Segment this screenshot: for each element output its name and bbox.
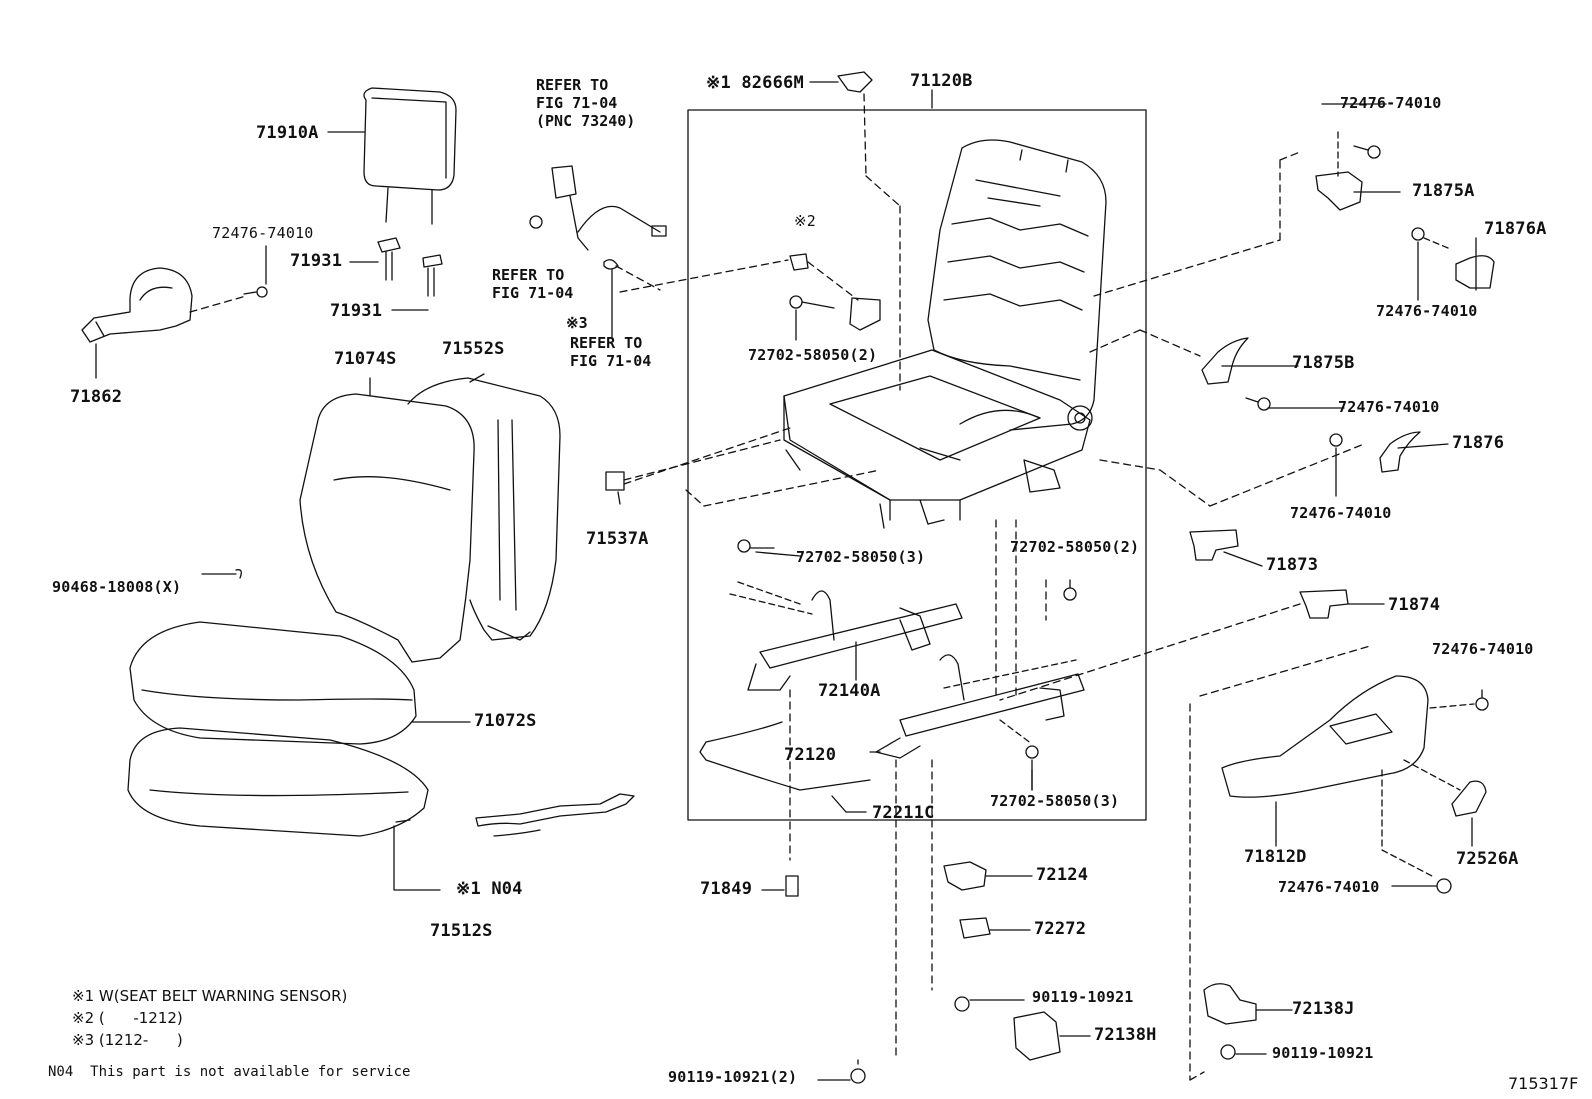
headrest-drawing — [363, 87, 457, 225]
label-72476-top-right: 72476-74010 — [1340, 94, 1442, 112]
refer-anchor: REFER TO FIG 71-04 — [492, 266, 574, 302]
seat-cushion-drawing — [127, 621, 441, 891]
pin-71849-drawing — [785, 875, 799, 897]
part-72124-drawing — [943, 861, 987, 891]
label-72120: 72120 — [784, 745, 837, 765]
note-mark1: ※1 W(SEAT BELT WARNING SENSOR) — [72, 987, 348, 1005]
label-90119-middle: 90119-10921 — [1032, 988, 1134, 1006]
label-72476-71876a: 72476-74010 — [1376, 302, 1478, 320]
part-72272-drawing — [959, 917, 991, 939]
label-71876: 71876 — [1452, 433, 1505, 453]
label-72702-2-lower: 72702-58050(2) — [1010, 538, 1140, 556]
label-71910a: 71910A — [256, 123, 319, 143]
label-71862: 71862 — [70, 387, 123, 407]
seatback-cover-drawing — [299, 377, 561, 663]
clip-90468-drawing — [201, 569, 242, 579]
part-72138h-drawing — [1013, 1011, 1061, 1061]
label-72702-3-upper: 72702-58050(3) — [796, 548, 926, 566]
label-72211c: 72211C — [872, 803, 935, 823]
label-90119-2: 90119-10921(2) — [668, 1068, 798, 1086]
side-cover-71812d-drawing — [1221, 675, 1489, 847]
part-71876a-drawing — [1411, 227, 1495, 301]
label-71552s: 71552S — [442, 339, 505, 359]
label-72476-72526a: 72476-74010 — [1278, 878, 1380, 896]
label-72702-2-upper: 72702-58050(2) — [748, 346, 878, 364]
mark-3: ※3 — [566, 314, 588, 332]
label-72124: 72124 — [1036, 865, 1089, 885]
label-72476-71876: 72476-74010 — [1290, 504, 1392, 522]
label-n04: ※1 N04 — [456, 879, 523, 899]
wire-72211c-drawing — [699, 721, 871, 791]
label-90468: 90468-18008(X) — [52, 578, 182, 596]
note-n04: N04 This part is not available for servi… — [48, 1064, 411, 1080]
label-72476-71812d: 72476-74010 — [1432, 640, 1534, 658]
headrest-guide-drawing — [377, 237, 443, 297]
label-72138h: 72138H — [1094, 1025, 1157, 1045]
part-71875b-drawing — [1201, 337, 1271, 411]
seat-frame-drawing — [783, 139, 1107, 529]
label-72272: 72272 — [1034, 919, 1087, 939]
label-71873: 71873 — [1266, 555, 1319, 575]
frame-assembly-box — [687, 109, 1147, 821]
label-82666m: ※1 82666M — [706, 73, 804, 93]
label-71120b: 71120B — [910, 71, 973, 91]
knob-72526a-drawing — [1451, 780, 1487, 817]
part-82666m-drawing — [837, 71, 873, 93]
label-71074s: 71074S — [334, 349, 397, 369]
label-71931-lower: 71931 — [330, 301, 383, 321]
mark-2: ※2 — [794, 212, 816, 230]
buckle-drawing — [529, 165, 667, 339]
label-72140a: 72140A — [818, 681, 881, 701]
part-71875a-drawing — [1315, 131, 1381, 211]
sensor-n04-drawing — [475, 793, 635, 837]
label-72138j: 72138J — [1292, 999, 1355, 1019]
refer-belt: REFER TO FIG 71-04 (PNC 73240) — [536, 76, 636, 130]
label-71875b: 71875B — [1292, 353, 1355, 373]
label-71874: 71874 — [1388, 595, 1441, 615]
part-71537a-drawing — [605, 471, 625, 491]
part-71873-drawing — [1189, 529, 1239, 561]
label-71875a: 71875A — [1412, 181, 1475, 201]
label-71072s: 71072S — [474, 711, 537, 731]
bracket-mark2-drawing — [789, 253, 809, 271]
part-72138j-drawing — [1203, 983, 1257, 1025]
label-72476-71875b: 72476-74010 — [1338, 398, 1440, 416]
part-71876-drawing — [1329, 431, 1421, 497]
part-71874-drawing — [1299, 589, 1349, 619]
label-71512s: 71512S — [430, 921, 493, 941]
shield-71862-drawing — [81, 267, 268, 379]
bolt-90119-2-drawing — [850, 1068, 866, 1084]
label-71812d: 71812D — [1244, 847, 1307, 867]
label-72526a: 72526A — [1456, 849, 1519, 869]
seat-track-drawing — [729, 539, 1085, 791]
label-71876a: 71876A — [1484, 219, 1547, 239]
label-71537a: 71537A — [586, 529, 649, 549]
refer-buckle: REFER TO FIG 71-04 — [570, 334, 652, 370]
note-mark3: ※3 (1212- ) — [72, 1031, 183, 1049]
label-90119-right: 90119-10921 — [1272, 1044, 1374, 1062]
label-72476-headrest: 72476-74010 — [212, 224, 314, 242]
bolt-90119-drawing — [954, 996, 970, 1012]
label-71931-upper: 71931 — [290, 251, 343, 271]
label-72702-3-lower: 72702-58050(3) — [990, 792, 1120, 810]
label-71849: 71849 — [700, 879, 753, 899]
note-mark2: ※2 ( -1212) — [72, 1009, 183, 1027]
figure-id: 715317F — [1508, 1074, 1579, 1093]
